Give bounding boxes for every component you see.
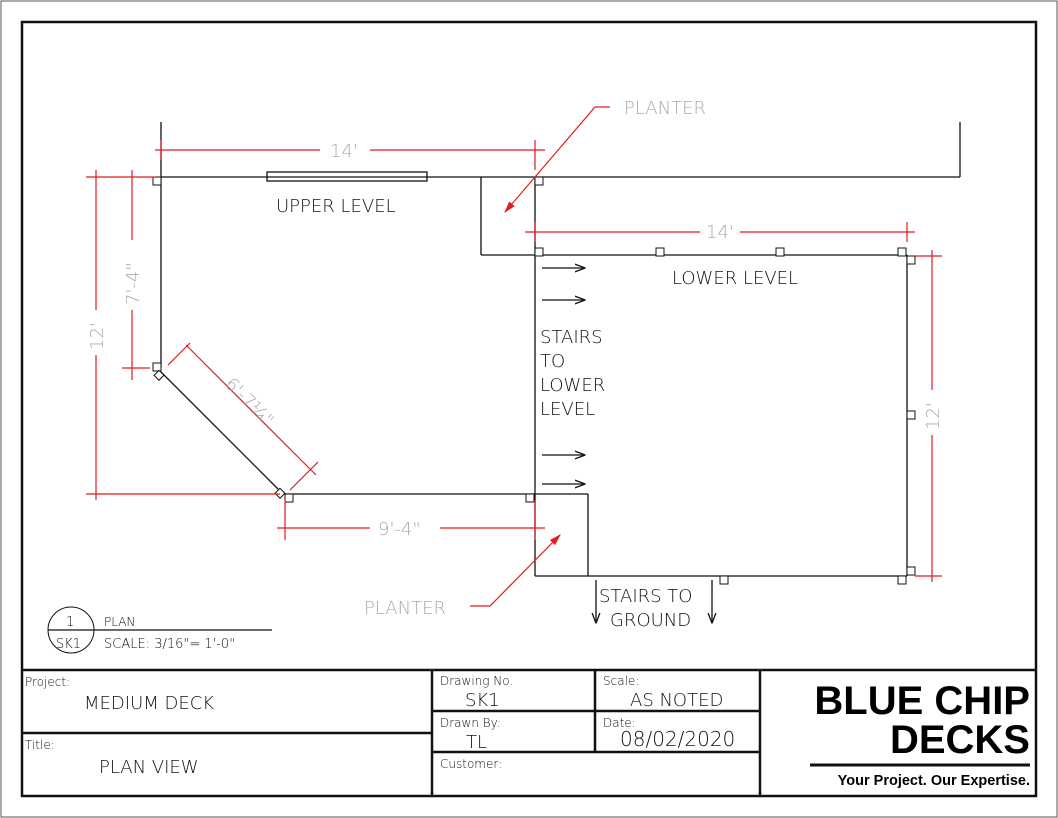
stairs-lower-line-3: LOWER (540, 375, 605, 396)
stairs-ground-line-1: STAIRS TO (599, 586, 692, 607)
title-block (22, 668, 1036, 796)
drawing-border (20, 20, 1038, 798)
company-name-line-1: BLUE CHIP (814, 679, 1030, 723)
view-number: 1 (66, 615, 74, 630)
dim-left-upper: 7'-4" (123, 262, 144, 305)
view-scale: SCALE: 3/16"= 1'-0" (104, 637, 235, 652)
bench (266, 171, 428, 182)
lower-level-label: LOWER LEVEL (672, 268, 798, 289)
stairs-lower-line-2: TO (540, 351, 565, 372)
title-value: PLAN VIEW (99, 757, 199, 778)
drawn-by-value: TL (466, 732, 487, 753)
dim-lower-width: 14' (706, 222, 734, 243)
view-name: PLAN (104, 615, 135, 629)
dim-upper-width: 14' (330, 141, 358, 162)
title-label: Title: (25, 738, 55, 752)
stairs-lower-line-1: STAIRS (540, 327, 603, 348)
scale-value: AS NOTED (630, 690, 723, 711)
stairs-arrows (542, 268, 712, 622)
drawn-by-label: Drawn By: (440, 716, 501, 730)
date-value: 08/02/2020 (620, 727, 735, 751)
company-tagline: Your Project. Our Expertise. (838, 773, 1030, 789)
view-sheet: SK1 (56, 637, 81, 652)
drawing-no-label: Drawing No. (440, 674, 513, 688)
stairs-lower-line-4: LEVEL (540, 399, 595, 420)
stairs-ground-line-2: GROUND (610, 610, 691, 631)
deck-outline (160, 122, 961, 577)
scale-label: Scale: (603, 674, 639, 688)
dim-left-height: 12' (87, 322, 108, 350)
planter-top-leader (504, 106, 610, 213)
upper-level-label: UPPER LEVEL (276, 196, 396, 217)
date-label: Date: (603, 716, 636, 730)
company-name-line-2: DECKS (890, 718, 1030, 762)
dim-right-height: 12' (923, 402, 944, 430)
posts (152, 176, 916, 585)
dim-bottom: 9'-4" (378, 519, 421, 540)
project-label: Project: (25, 675, 70, 689)
view-label: 1 SK1 PLAN SCALE: 3/16"= 1'-0" (47, 606, 272, 654)
planter-bottom-leader (470, 534, 561, 607)
customer-label: Customer: (440, 757, 502, 771)
drawing-no-value: SK1 (465, 690, 500, 711)
planter-bottom-label: PLANTER (364, 598, 446, 619)
project-value: MEDIUM DECK (84, 693, 214, 714)
dimension-lines (86, 140, 942, 582)
planter-top-label: PLANTER (624, 98, 706, 119)
